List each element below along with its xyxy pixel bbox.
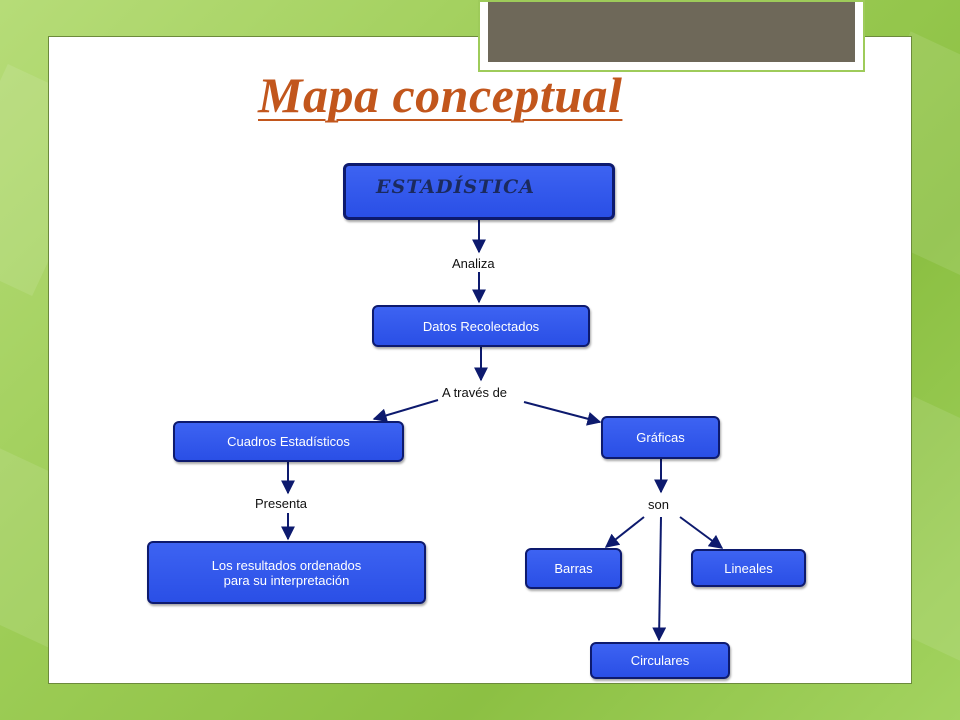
- slide-title: Mapa conceptual: [258, 67, 623, 123]
- arrow-atraves-graficas: [523, 401, 602, 426]
- link-label-presenta: Presenta: [255, 496, 308, 511]
- node-estadistica: ESTADÍSTICA: [343, 163, 615, 220]
- arrow-son-circulares: [652, 516, 667, 642]
- link-label-a-traves-de: A través de: [442, 385, 508, 400]
- node-resultados: Los resultados ordenados para su interpr…: [147, 541, 426, 604]
- arrow-atraves-cuadros: [372, 399, 439, 423]
- link-label-son: son: [648, 497, 669, 512]
- node-lineales: Lineales: [691, 549, 806, 587]
- node-datos-recolectados: Datos Recolectados: [372, 305, 590, 347]
- node-cuadros-estadisticos: Cuadros Estadísticos: [173, 421, 404, 462]
- arrow-son-lineales: [679, 516, 724, 549]
- node-circulares: Circulares: [590, 642, 730, 679]
- decorative-frame-fill: [488, 2, 855, 62]
- node-barras: Barras: [525, 548, 622, 589]
- link-label-analiza: Analiza: [452, 256, 495, 271]
- node-graficas: Gráficas: [601, 416, 720, 459]
- arrow-son-barras: [604, 516, 645, 548]
- decorative-frame: [478, 0, 865, 72]
